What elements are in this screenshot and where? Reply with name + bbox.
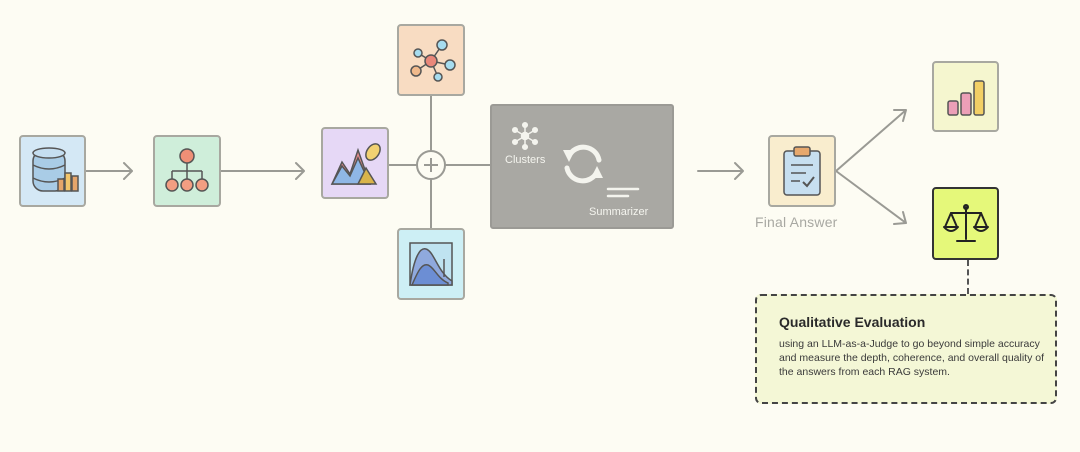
hierarchy-node [153,135,221,207]
bar-chart-icon [946,79,985,116]
distribution-chart-icon [409,242,453,286]
graph-node [397,24,465,96]
arrow-clusters-to-final [697,162,744,180]
judge-connector [967,260,969,294]
evaluation-title: Qualitative Evaluation [779,314,926,330]
balance-scale-icon [942,203,989,242]
mountain-paint-icon [330,143,381,185]
hierarchy-tree-icon [165,148,209,192]
clusters-summarizer-panel: Clusters Summarizer [490,104,674,229]
refresh-cycle-icon [563,144,603,184]
cluster-network-icon [511,121,539,151]
network-graph-icon [410,39,456,82]
summary-lines-icon [606,187,640,198]
final-answer-node [768,135,836,207]
arrow-database-to-hierarchy [85,162,133,180]
arrow-hierarchy-to-embedding [220,162,305,180]
arrow-final-to-judge [835,170,907,225]
clusters-label: Clusters [505,154,546,166]
metrics-node [932,61,999,132]
summarizer-label: Summarizer [589,206,649,218]
clipboard-check-icon [783,146,821,196]
final-answer-label: Final Answer [755,214,838,230]
distribution-node [397,228,465,300]
evaluation-description: using an LLM-as-a-Judge to go beyond sim… [779,338,1045,378]
judge-node [932,187,999,260]
plus-junction-icon [416,150,446,180]
database-node [19,135,86,207]
qualitative-evaluation-callout: Qualitative Evaluation using an LLM-as-a… [755,294,1057,404]
embedding-node [321,127,389,199]
database-chart-icon [31,147,79,192]
arrow-final-to-metrics [835,109,907,172]
